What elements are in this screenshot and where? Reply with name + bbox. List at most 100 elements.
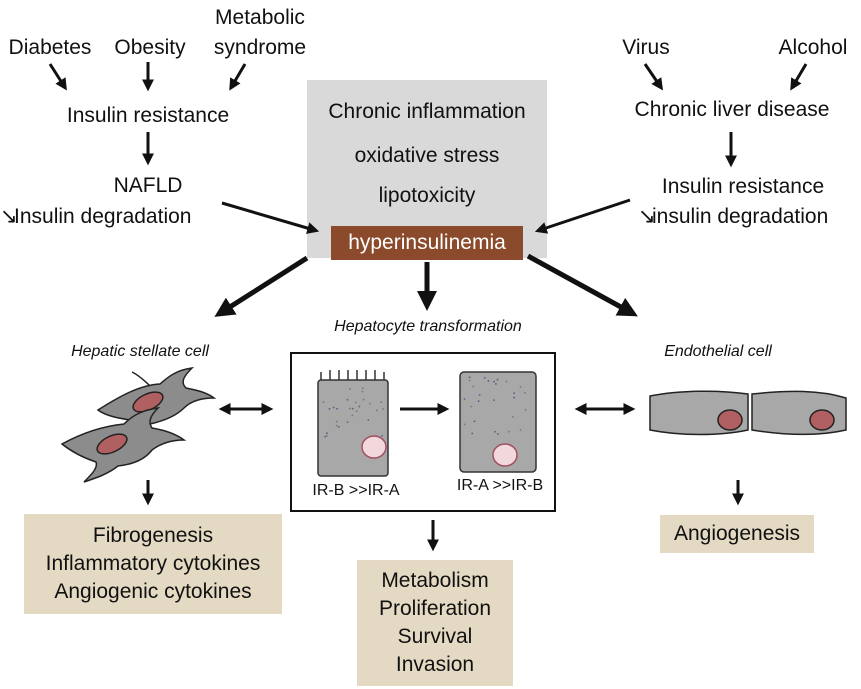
receptor-dot — [336, 407, 338, 410]
receptor-dot — [468, 379, 471, 382]
receptor-dot — [463, 423, 466, 426]
receptor-dot — [355, 410, 358, 413]
receptor-dot — [361, 387, 364, 390]
receptor-dot — [328, 408, 331, 410]
outcome-survival: Survival — [397, 625, 473, 648]
label-irb-ira: IR-B >>IR-A — [312, 482, 400, 499]
arrow-hyper-stellate — [214, 255, 309, 317]
receptor-dot — [337, 426, 340, 428]
hyperinsulinemia-box: hyperinsulinemia — [331, 226, 523, 260]
outcome-metabolism: Metabolism — [381, 569, 489, 592]
left-insulin-resistance: Insulin resistance — [66, 104, 230, 127]
hepatocyte-outcomes-box: Metabolism Proliferation Survival Invasi… — [357, 560, 513, 686]
stellate-outcomes-box: Fibrogenesis Inflammatory cytokines Angi… — [24, 514, 282, 614]
arrow-alcohol — [790, 63, 808, 91]
left-degradation-arrow-icon: ↘ — [0, 205, 18, 228]
receptor-dot — [382, 408, 384, 410]
center-chronic-inflammation: Chronic inflammation — [328, 100, 526, 123]
label-endothelial-cell: Endothelial cell — [664, 343, 772, 360]
arrow-hyper-endothelial — [526, 253, 638, 317]
receptor-dot — [478, 394, 481, 396]
left-nafld: NAFLD — [113, 174, 183, 197]
hepatocyte-frame — [290, 352, 556, 512]
right-degradation-arrow-icon: ↘ — [638, 205, 656, 228]
receptor-dot — [496, 379, 499, 381]
arrow-virus — [643, 63, 664, 91]
receptor-dot — [519, 429, 522, 431]
right-chronic-liver-disease: Chronic liver disease — [634, 98, 830, 121]
receptor-dot — [524, 408, 527, 411]
hepatocyte-irb — [317, 370, 389, 477]
receptor-dot — [470, 405, 473, 408]
receptor-dot — [324, 435, 326, 438]
label-hepatic-stellate-cell: Hepatic stellate cell — [71, 343, 209, 360]
cause-alcohol: Alcohol — [778, 36, 848, 59]
outcome-angiogenesis: Angiogenesis — [673, 522, 801, 545]
right-insulin-resistance: Insulin resistance — [661, 175, 825, 198]
cause-metabolic-line1: Metabolic — [215, 6, 305, 29]
outcome-fibrogenesis: Fibrogenesis — [92, 524, 214, 547]
arrow-metabolic — [229, 63, 247, 91]
receptor-dot — [367, 419, 370, 421]
receptor-dot — [497, 433, 499, 435]
receptor-dot — [375, 409, 378, 412]
left-insulin-degradation: Insulin degradation — [14, 205, 192, 228]
right-insulin-degradation: insulin degradation — [652, 205, 829, 228]
receptor-dot — [487, 380, 490, 382]
outcome-proliferation: Proliferation — [378, 597, 492, 620]
label-hepatocyte-transformation: Hepatocyte transformation — [334, 318, 522, 335]
receptor-dot — [477, 400, 480, 403]
hepatocyte-ira — [459, 371, 537, 473]
center-lipotoxicity: lipotoxicity — [378, 184, 476, 207]
receptor-dot — [524, 392, 526, 394]
receptor-dot — [355, 401, 357, 404]
receptor-dot — [335, 420, 338, 423]
receptor-dot — [361, 390, 364, 393]
receptor-dot — [381, 435, 383, 437]
stellate-cell-bottom — [60, 406, 187, 483]
receptor-dot — [472, 385, 475, 388]
receptor-dot — [335, 424, 338, 427]
receptor-dot — [495, 383, 497, 385]
receptor-dot — [473, 420, 476, 423]
outcome-angiogenic-cytokines: Angiogenic cytokines — [54, 580, 252, 603]
receptor-dot — [332, 406, 335, 409]
receptor-dot — [349, 388, 351, 390]
endothelial-cells — [649, 390, 847, 436]
receptor-dot — [358, 405, 361, 408]
receptor-dot — [493, 380, 495, 383]
cause-diabetes: Diabetes — [8, 36, 92, 59]
receptor-dot — [351, 414, 354, 417]
receptor-dot — [513, 392, 515, 394]
arrow-diabetes — [48, 63, 67, 91]
outcome-inflammatory-cytokines: Inflammatory cytokines — [45, 552, 261, 575]
receptor-dot — [508, 430, 510, 433]
label-ira-irb: IR-A >>IR-B — [456, 477, 544, 494]
center-oxidative-stress: oxidative stress — [354, 144, 500, 167]
cause-obesity: Obesity — [114, 36, 186, 59]
receptor-dot — [513, 396, 516, 399]
receptor-dot — [494, 430, 496, 433]
receptor-dot — [483, 377, 486, 379]
receptor-dot — [362, 398, 365, 401]
arrow-left-hyper — [221, 201, 320, 234]
receptor-dot — [380, 401, 383, 404]
receptor-dot — [493, 399, 495, 401]
receptor-dot — [463, 398, 466, 400]
cause-metabolic-line2: syndrome — [213, 36, 307, 59]
endothelial-outcomes-box: Angiogenesis — [660, 515, 814, 553]
receptor-dot — [326, 435, 328, 437]
receptor-dot — [511, 416, 514, 418]
hyperinsulinemia-label: hyperinsulinemia — [348, 231, 506, 254]
receptor-dot — [369, 402, 371, 405]
receptor-dot — [346, 421, 349, 423]
receptor-dot — [471, 432, 474, 435]
cause-virus: Virus — [622, 36, 670, 59]
receptor-dot — [505, 380, 508, 383]
receptor-dot — [519, 385, 522, 388]
receptor-dot — [346, 399, 349, 401]
receptor-dot — [349, 407, 351, 410]
receptor-dot — [326, 432, 328, 435]
outcome-invasion: Invasion — [395, 653, 475, 676]
